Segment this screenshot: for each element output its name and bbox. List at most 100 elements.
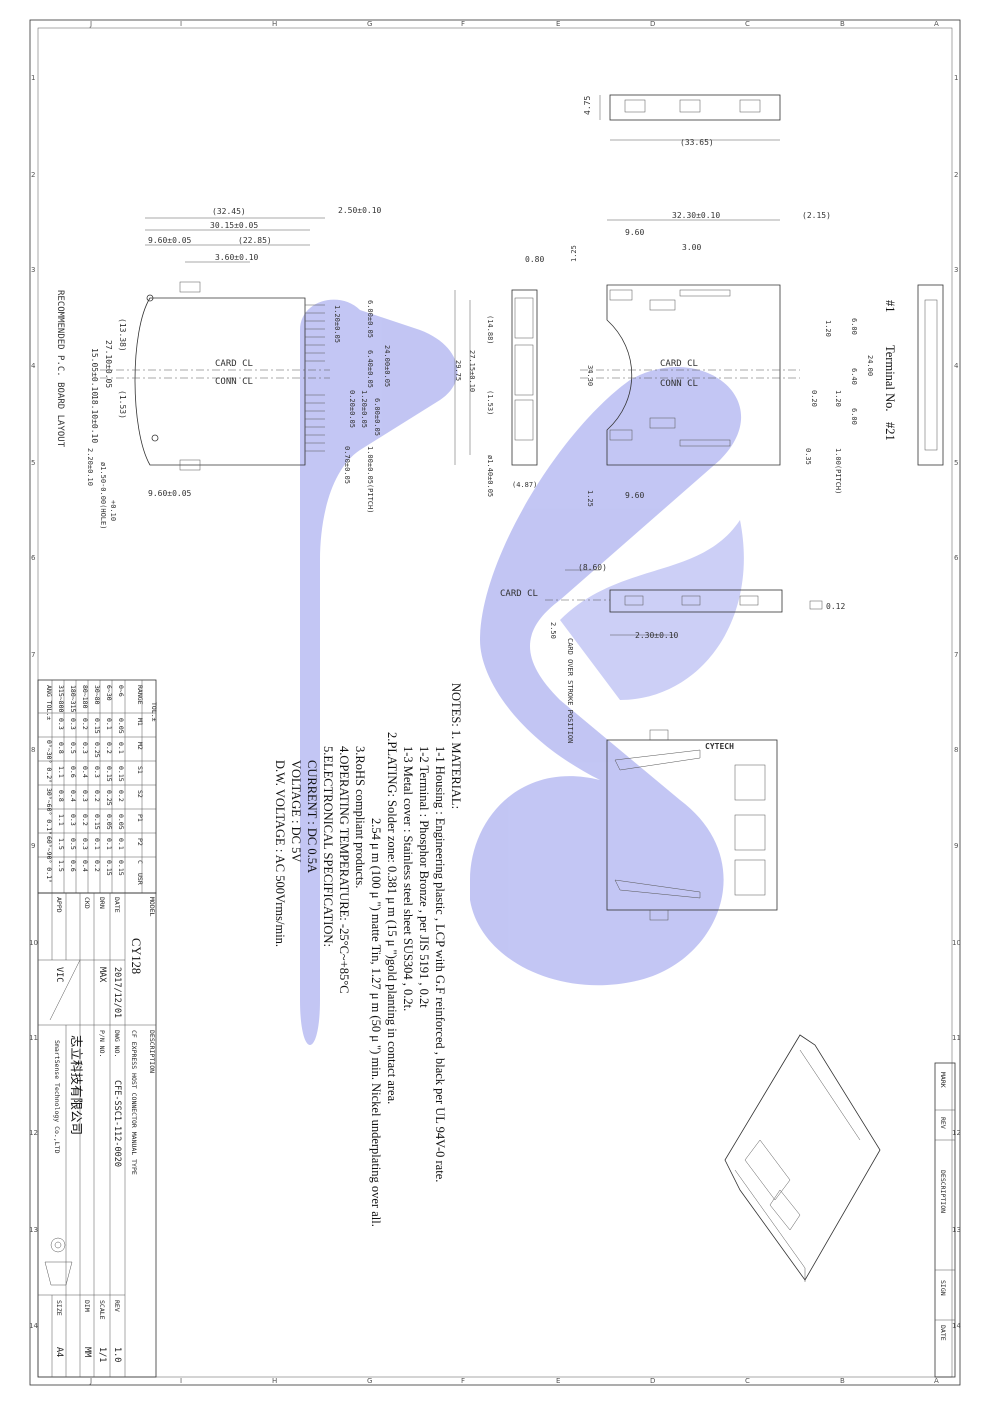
- tol-cell: 0.15: [117, 766, 125, 782]
- border-letter: I: [180, 20, 182, 28]
- border-number: 6: [31, 554, 36, 562]
- border-numbers: 1 2 3 4 5 6 7 8 9 10 11 12 13 14 1 2 3 4…: [29, 74, 961, 1330]
- dim-label: 24.00±0.05: [383, 345, 391, 387]
- note-line: VOLTAGE : DC 5V: [289, 760, 303, 862]
- dim-label: 2.50: [549, 622, 557, 639]
- tol-cell: 0.8: [57, 742, 65, 754]
- border-number: 2: [954, 171, 958, 179]
- border-letter: E: [556, 20, 560, 28]
- tol-corner: TOL.±: [150, 702, 158, 722]
- dim-label: 0.20±0.05: [348, 390, 356, 428]
- note-line: 2.PLATING: Solder zone: 0.381 μ m (15 μ …: [385, 732, 399, 1104]
- terminal-label: Terminal No.: [883, 345, 897, 411]
- card-cl-label: CARD CL: [660, 359, 698, 369]
- dim-label: 6.40±0.05: [366, 350, 374, 388]
- dim-label: (22.85): [238, 236, 272, 245]
- dim-label: 9.60: [625, 491, 644, 500]
- tol-cell: 0.2: [117, 790, 125, 802]
- dim-label: (4.87): [512, 481, 537, 489]
- projection-circle-icon: [50, 1237, 66, 1253]
- border-letter: F: [461, 1377, 465, 1385]
- ckd-label: CKD: [83, 897, 91, 909]
- tol-cell: 1.1: [57, 766, 65, 778]
- dwg-value: CFE-SSC1-112-0020: [112, 1080, 122, 1167]
- front-view: 32.30±0.10 (2.15) 9.60 3.00 1.25 34.30 1…: [570, 211, 874, 507]
- border-number: 10: [952, 939, 961, 947]
- tol-cell: 0.6: [69, 860, 77, 872]
- border-letter: G: [367, 1377, 372, 1385]
- tol-cell: 0.2: [81, 814, 89, 826]
- border-number: 7: [31, 651, 35, 659]
- note-line: NOTES: 1. MATERIAL:: [449, 683, 463, 809]
- model-label: MODEL: [148, 897, 156, 917]
- border-number: 9: [31, 842, 35, 850]
- border-number: 13: [952, 1226, 961, 1234]
- terminal-view: #1 Terminal No. #21: [883, 284, 944, 466]
- dim-label: 30.15±0.05: [210, 221, 258, 230]
- border-letter: D: [650, 1377, 655, 1385]
- desc-label: DESCRIPTION: [148, 1030, 156, 1073]
- border-letters: J I H G F E D C B A J I H G F E D C B A: [89, 20, 939, 1385]
- dim-label: 24.00: [866, 355, 874, 376]
- terminal-last: #21: [883, 422, 897, 441]
- dim-label: 9.60: [625, 228, 644, 237]
- border-number: 5: [954, 459, 958, 467]
- dim-label: 6.00±0.05: [373, 398, 381, 436]
- tol-cell: 0.1: [117, 742, 125, 754]
- tol-header: M1: [136, 718, 144, 726]
- dim-label: 2.30±0.10: [635, 631, 679, 640]
- dim-label: 1.20: [824, 320, 832, 337]
- tol-cell: 0.2: [105, 742, 113, 754]
- dim-unit-value: MM: [82, 1347, 92, 1357]
- border-letter: A: [934, 20, 939, 28]
- border-letter: C: [745, 1377, 750, 1385]
- note-line: 5.ELECTRONICAL SPECIFICATION:: [321, 746, 335, 947]
- dim-label: 6.00: [850, 318, 858, 335]
- dim-label: 1.20±0.05: [360, 390, 368, 428]
- border-letter: J: [89, 20, 92, 28]
- tol-cell: 0.1: [105, 838, 113, 850]
- dim-label: (1.53): [486, 390, 494, 415]
- card-cl-label: CARD CL: [215, 359, 253, 369]
- tol-header: USR: [136, 873, 144, 885]
- tol-cell: 0.3: [69, 814, 77, 826]
- dim-label: (2.15): [802, 211, 831, 220]
- border-number: 5: [31, 459, 35, 467]
- title-block: MODEL CY128 DATE 2017/12/01 DRN MAX CKD …: [37, 892, 157, 1378]
- tol-cell: 1.1: [57, 814, 65, 826]
- note-line: 3.RoHS compliant products.: [353, 746, 367, 888]
- card-cl-label: CARD CL: [500, 589, 538, 599]
- notes-block: NOTES: 1. MATERIAL: 1-1 Housing : Engine…: [273, 683, 463, 1227]
- dim-label: 18.10±0.10: [90, 395, 99, 443]
- tol-cell: 0.15: [93, 718, 101, 734]
- watermark-logo: [300, 299, 744, 1045]
- note-line: 4.OPERATING TEMPERATURE: -25°C~+85°C: [337, 746, 351, 994]
- tol-cell: 0.4: [81, 766, 89, 778]
- note-line: 1-3 Metal cover : Stainless steel sheet …: [401, 746, 415, 1011]
- border-number: 1: [31, 74, 35, 82]
- dim-label: 32.30±0.10: [672, 211, 720, 220]
- border-number: 4: [954, 362, 959, 370]
- dim-label: 6.40: [850, 368, 858, 385]
- drn-label: DRN: [98, 897, 106, 909]
- tol-cell: 0.5: [69, 742, 77, 754]
- revision-block: MARK REV DESCRIPTION SIGN DATE: [934, 1062, 956, 1378]
- border-number: 9: [954, 842, 958, 850]
- angle-cell: 0°~30° 0.2°: [45, 740, 53, 783]
- dim-unit-label: DIM: [83, 1300, 91, 1312]
- tol-header: RANGE: [136, 685, 144, 705]
- dim-label: ø1.50-0.00(HOLE): [99, 462, 107, 529]
- tol-cell: 315~800: [57, 685, 65, 712]
- outer-frame: [29, 19, 961, 1386]
- dim-label: 1.00±0.05(PITCH): [366, 446, 374, 513]
- dim-label: 3.60±0.10: [215, 253, 259, 262]
- tol-cell: 0.3: [81, 742, 89, 754]
- border-number: 11: [29, 1034, 38, 1042]
- border-number: 3: [31, 266, 35, 274]
- angle-cell: 60°~90° 0.1°: [45, 836, 53, 883]
- border-letter: C: [745, 20, 750, 28]
- projection-cone-icon: [44, 1261, 73, 1286]
- border-number: 8: [954, 746, 958, 754]
- stroke-label: CARD OVER STROKE POSITION: [566, 638, 574, 743]
